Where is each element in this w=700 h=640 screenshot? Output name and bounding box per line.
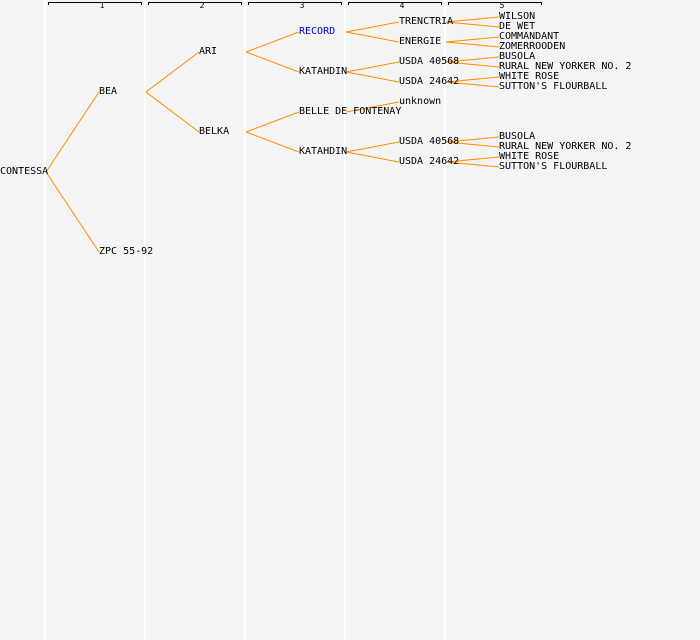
pedigree-node: USDA 24642 — [399, 156, 460, 167]
connector-line — [345, 101, 400, 113]
connector-line — [445, 141, 500, 148]
connector-line — [345, 61, 400, 73]
generation-number: 3 — [299, 1, 305, 10]
pedigree-node: KATAHDIN — [299, 146, 348, 157]
connector-line — [445, 161, 500, 168]
pedigree-node: WHITE ROSE — [499, 71, 560, 82]
connector-line — [445, 156, 500, 163]
column-separator — [144, 0, 146, 640]
pedigree-node: CONTESSA — [0, 166, 49, 177]
generation-bracket — [448, 2, 542, 5]
connector-line — [445, 16, 500, 23]
connector-line — [245, 131, 300, 153]
pedigree-node: BUSOLA — [499, 51, 536, 62]
pedigree-node: ENERGIE — [399, 36, 442, 47]
generation-bracket — [248, 2, 342, 5]
connector-line — [445, 76, 500, 83]
pedigree-node: SUTTON'S FLOURBALL — [499, 81, 608, 92]
pedigree-node: TRENCTRIA — [399, 16, 454, 27]
generation-bracket — [348, 2, 442, 5]
pedigree-node: DE WET — [499, 21, 536, 32]
pedigree-node: BELLE DE FONTENAY — [299, 106, 402, 117]
connector-line — [345, 151, 400, 163]
connector-line — [245, 31, 300, 53]
connector-line — [145, 51, 200, 93]
pedigree-node: WHITE ROSE — [499, 151, 560, 162]
pedigree-node[interactable]: RECORD — [299, 26, 336, 37]
column-separator — [244, 0, 246, 640]
pedigree-node: BUSOLA — [499, 131, 536, 142]
connector-line — [345, 31, 400, 43]
pedigree-node: RURAL NEW YORKER NO. 2 — [499, 141, 632, 152]
column-separator — [444, 0, 446, 640]
pedigree-node: WILSON — [499, 11, 536, 22]
connector-line — [445, 56, 500, 63]
generation-number: 2 — [199, 1, 205, 10]
connector-line — [245, 111, 300, 133]
connector-line — [445, 41, 500, 48]
pedigree-node: RURAL NEW YORKER NO. 2 — [499, 61, 632, 72]
connector-line — [45, 91, 100, 173]
connector-line — [445, 81, 500, 88]
generation-number: 1 — [99, 1, 105, 10]
pedigree-node: BELKA — [199, 126, 230, 137]
pedigree-node: ZOMERROODEN — [499, 41, 566, 52]
connector-line — [445, 136, 500, 143]
connector-line — [245, 51, 300, 73]
generation-bracket — [48, 2, 142, 5]
pedigree-node: SUTTON'S FLOURBALL — [499, 161, 608, 172]
connector-line — [45, 171, 100, 253]
pedigree-node: KATAHDIN — [299, 66, 348, 77]
connector-line — [445, 61, 500, 68]
pedigree-node: unknown — [399, 96, 442, 107]
connector-line — [345, 141, 400, 153]
pedigree-node: USDA 40568 — [399, 56, 460, 67]
pedigree-node: ZPC 55-92 — [99, 246, 154, 257]
connector-line — [145, 91, 200, 133]
connector-line — [345, 21, 400, 33]
column-separator — [44, 0, 46, 640]
connector-line — [345, 71, 400, 83]
column-separator — [344, 0, 346, 640]
connector-line — [445, 21, 500, 28]
pedigree-node: BEA — [99, 86, 118, 97]
pedigree-node: USDA 40568 — [399, 136, 460, 147]
generation-bracket — [148, 2, 242, 5]
generation-number: 5 — [499, 1, 505, 10]
generation-number: 4 — [399, 1, 405, 10]
pedigree-node: COMMANDANT — [499, 31, 560, 42]
connector-line — [445, 36, 500, 43]
pedigree-node: ARI — [199, 46, 218, 57]
pedigree-node: USDA 24642 — [399, 76, 460, 87]
